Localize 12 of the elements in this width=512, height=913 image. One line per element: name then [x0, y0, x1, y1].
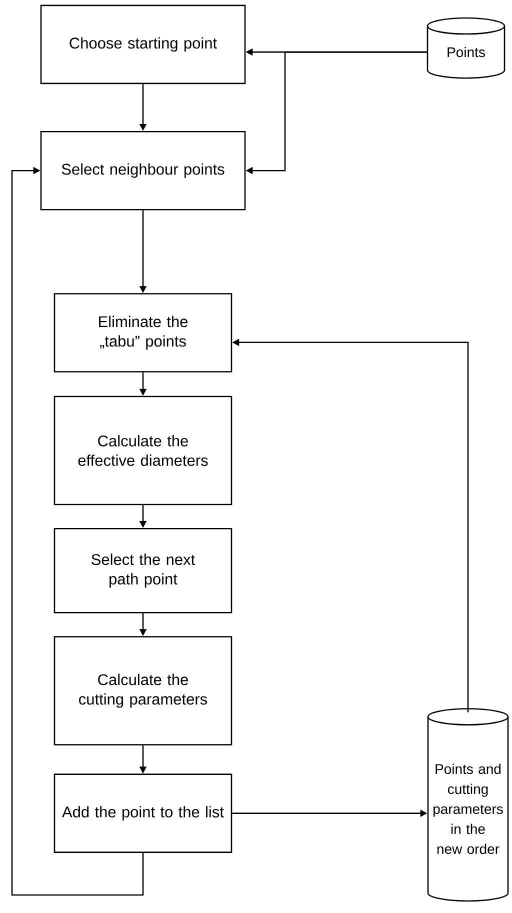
process-box: Add the point to the list [54, 774, 232, 853]
arrow [11, 166, 144, 896]
process-box: Select neighbour points [40, 130, 246, 210]
process-box: Calculate the effective diameters [54, 396, 232, 506]
database-cylinder: Points [426, 17, 506, 79]
node-label: Points [448, 46, 485, 58]
process-box: Eliminate the „tabu” points [54, 293, 232, 372]
process-box: Select the next path point [54, 528, 232, 614]
process-box: Choose starting point [40, 4, 246, 84]
database-cylinder: Points and cutting parameters in the new order [427, 708, 509, 902]
process-box: Calculate the cutting parameters [54, 636, 232, 746]
node-label: Points and cutting parameters in the new order [434, 764, 503, 854]
